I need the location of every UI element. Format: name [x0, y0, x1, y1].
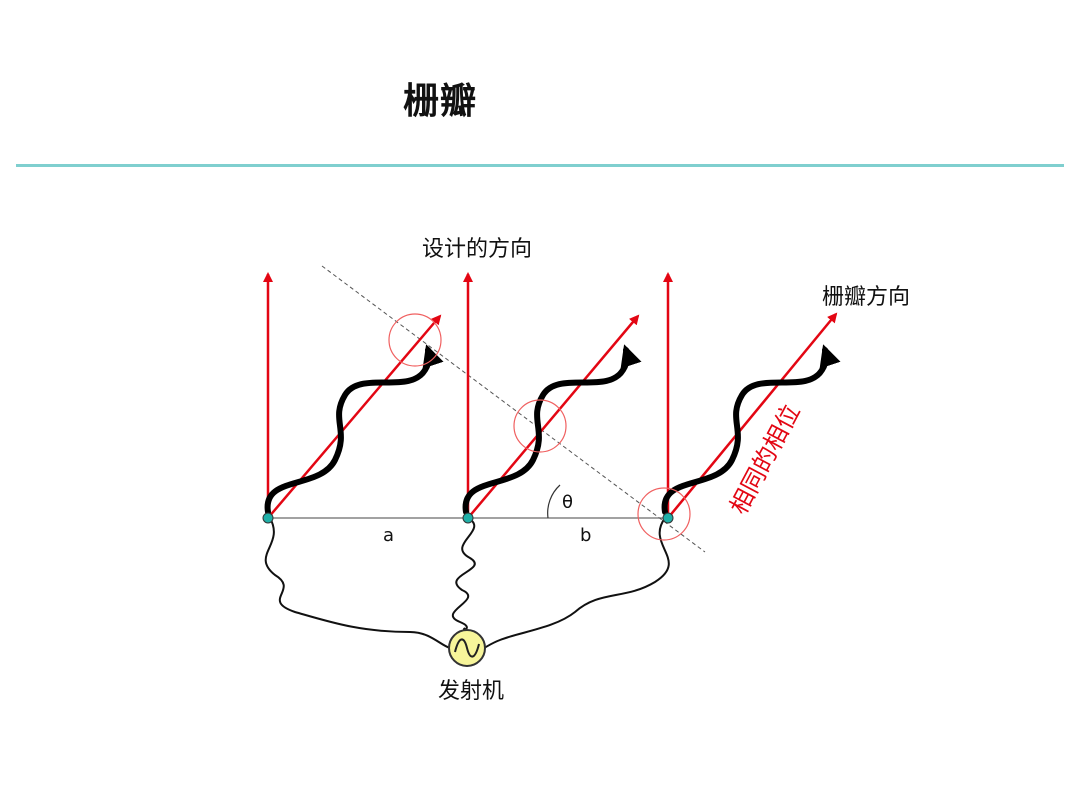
theta-arc	[547, 484, 561, 519]
phase-circle-2	[513, 399, 567, 453]
spacing-b-label: b	[580, 525, 591, 546]
array-elements	[262, 512, 674, 524]
design-direction-label: 设计的方向	[422, 237, 532, 262]
feed-line-middle	[451, 517, 476, 631]
phase-circle-1	[388, 313, 442, 367]
title-divider	[16, 164, 1064, 167]
feed-line-left	[264, 517, 451, 649]
spacing-a-label: a	[383, 525, 394, 546]
wave-arrow-3	[661, 344, 841, 515]
antenna-element-1	[262, 512, 274, 524]
wave-arrows	[264, 344, 841, 515]
wave-arrow-2	[462, 344, 642, 515]
grating-lobe-direction-label: 栅瓣方向	[822, 285, 910, 310]
page-title: 栅瓣	[403, 81, 478, 122]
theta-label: θ	[562, 492, 573, 513]
design-direction-arrows	[263, 272, 673, 518]
transmitter-source	[448, 629, 486, 667]
lobe-arrow-2	[467, 314, 640, 519]
phase-circles	[388, 313, 691, 541]
antenna-element-2	[462, 512, 474, 524]
antenna-element-3	[662, 512, 674, 524]
transmitter-label: 发射机	[438, 679, 504, 704]
feed-line-right	[483, 517, 670, 649]
sine-wave-icon	[454, 638, 480, 658]
wave-arrow-1	[264, 344, 444, 515]
phase-circle-3	[637, 487, 691, 541]
equal-phase-line	[321, 265, 706, 553]
feed-lines	[264, 517, 670, 649]
lobe-arrow-1	[267, 314, 442, 519]
